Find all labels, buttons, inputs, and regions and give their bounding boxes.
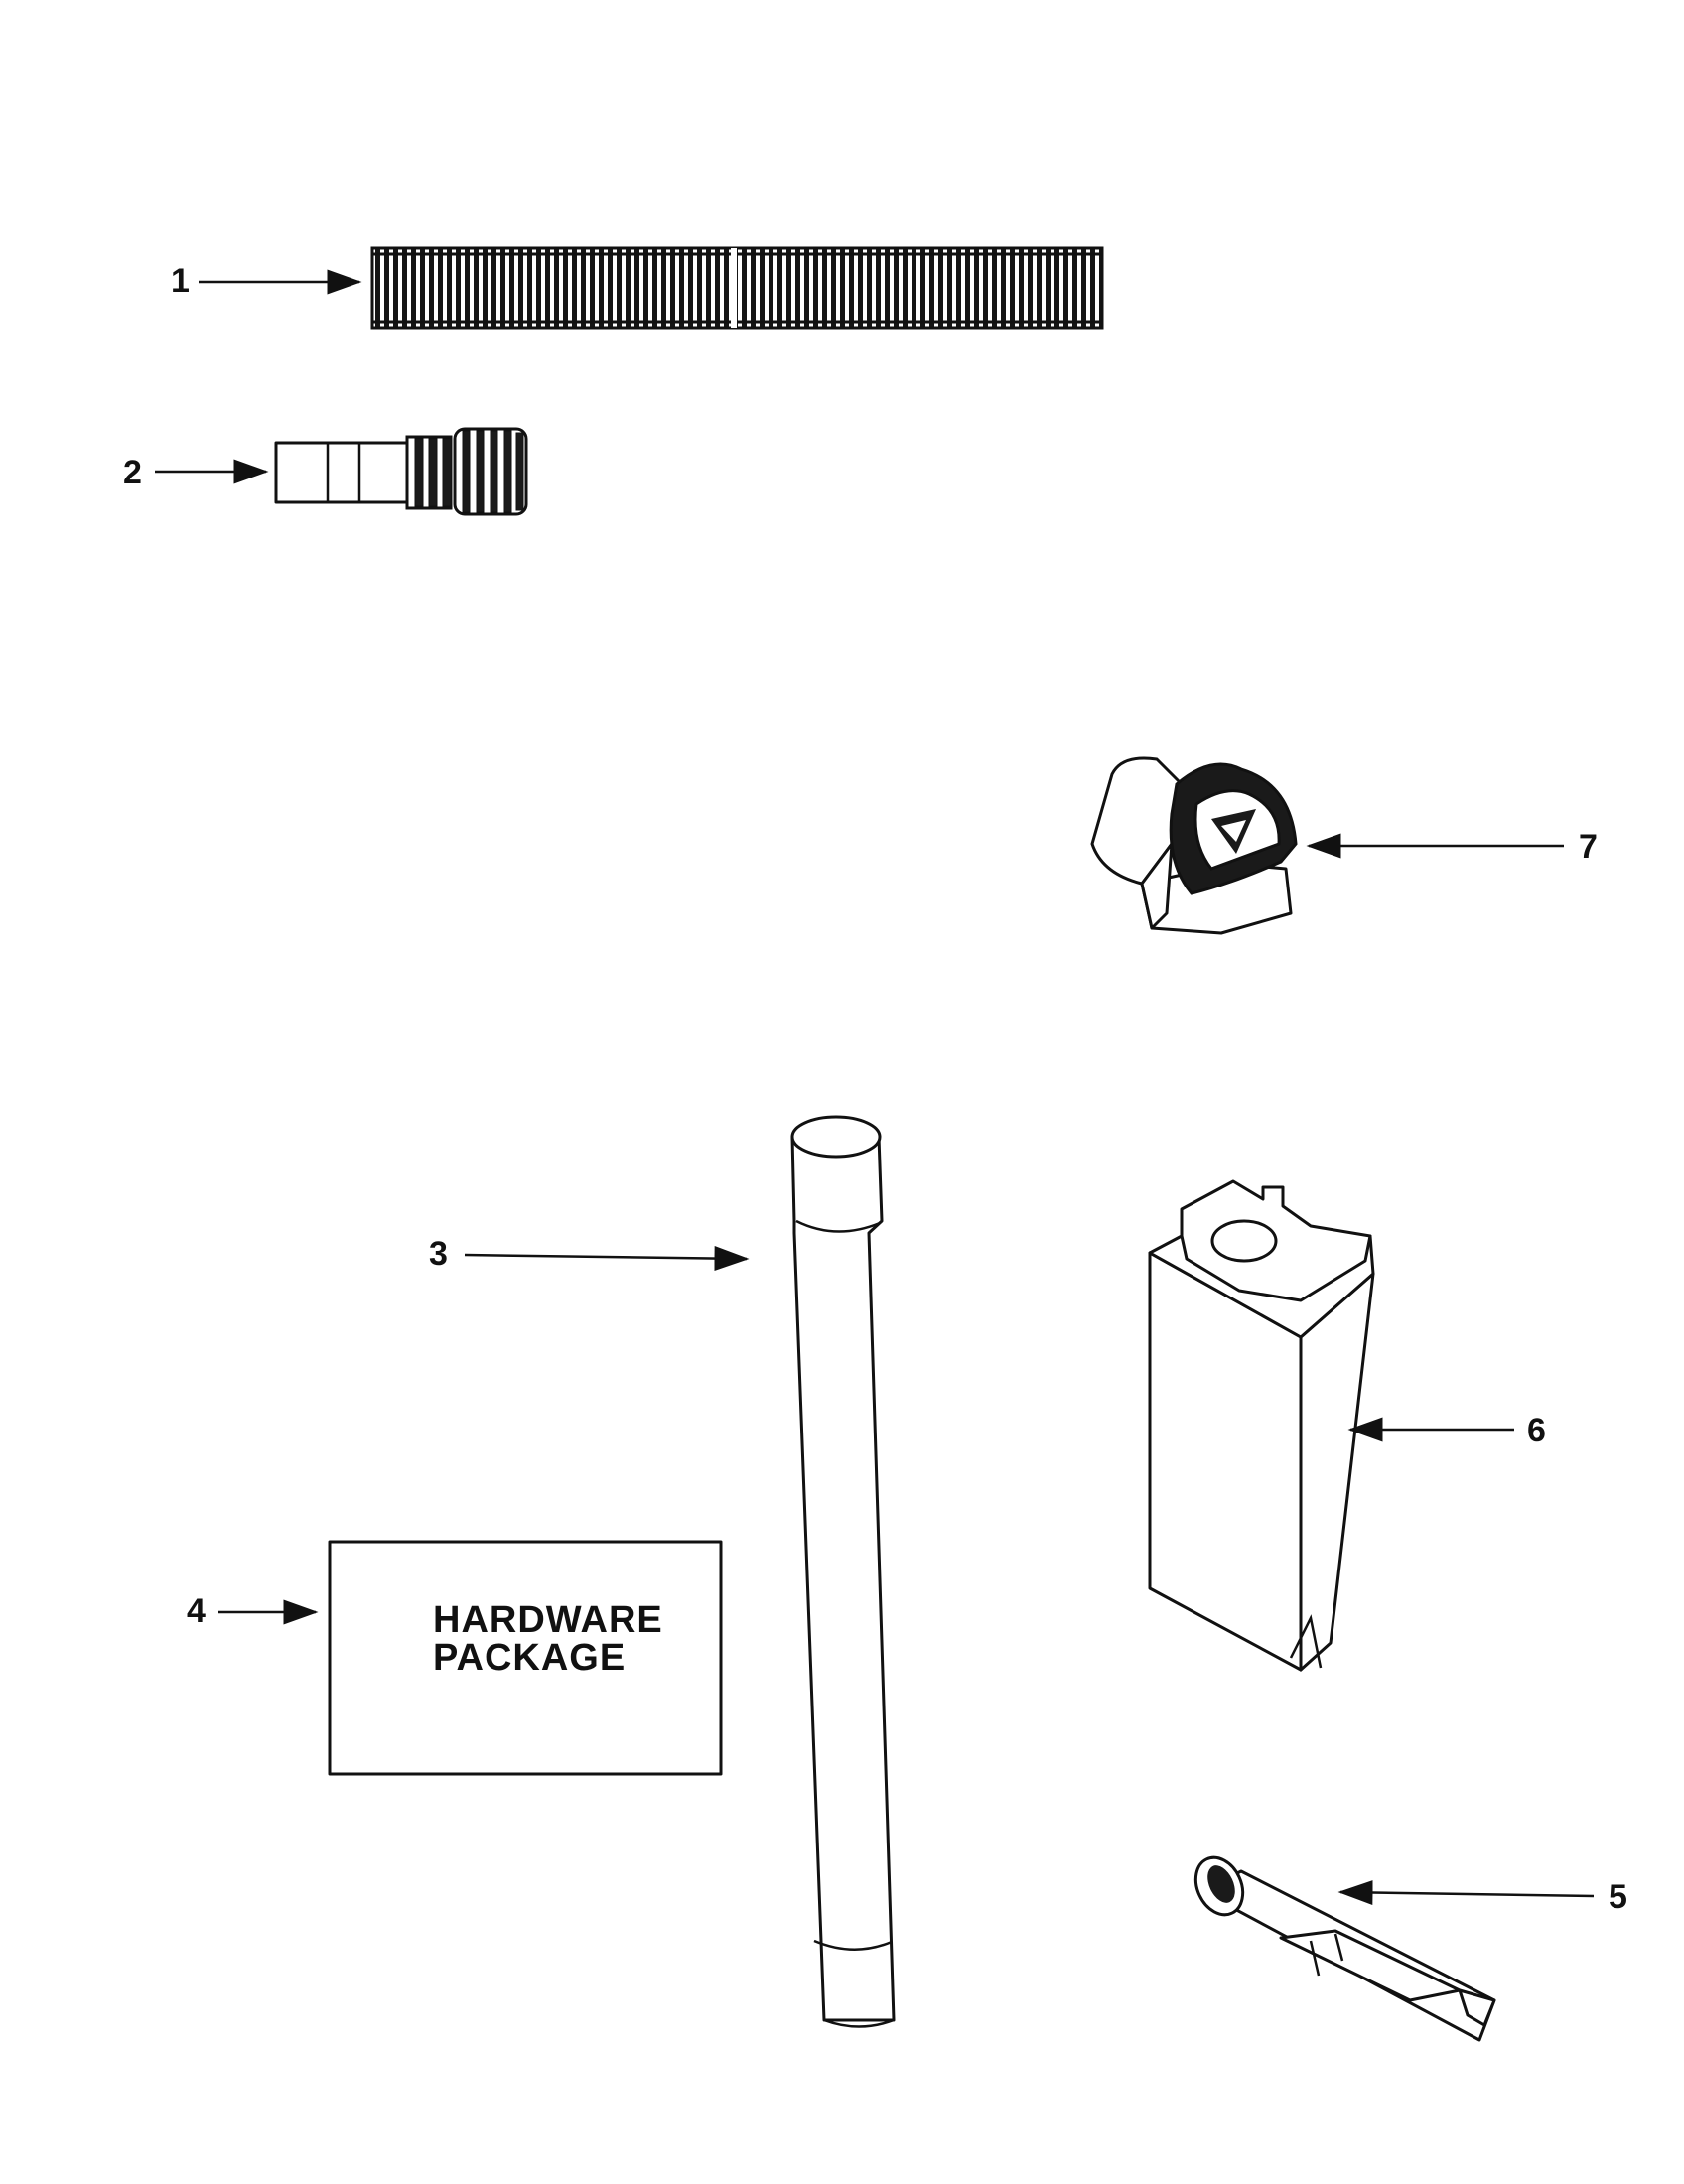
brush-head [1169, 762, 1298, 895]
extension-wand-icon [790, 1115, 896, 2028]
callout-7-label: 7 [1579, 828, 1598, 866]
callout-1-label: 1 [171, 262, 190, 300]
part-6-nozzle: 6 [1148, 1179, 1546, 1672]
upholstery-nozzle-icon [1148, 1179, 1375, 1672]
dusting-brush-icon [1090, 756, 1298, 935]
part-7-brush: 7 [1090, 756, 1598, 935]
hose-connector-icon [274, 427, 528, 516]
part-4-hardware-package: 4 HARDWARE PACKAGE [187, 1540, 723, 1776]
callout-5-label: 5 [1609, 1878, 1627, 1916]
corrugated-hose-icon [370, 246, 1104, 330]
callout-2-label: 2 [123, 454, 142, 491]
hardware-package-line1: HARDWARE [433, 1599, 663, 1641]
callout-5-arrow [1337, 1880, 1595, 1906]
callout-3-label: 3 [429, 1235, 448, 1273]
part-1-hose: 1 [171, 246, 1104, 330]
callout-3-arrow [464, 1246, 750, 1272]
part-3-wand: 3 [429, 1115, 896, 2028]
callout-4-label: 4 [187, 1592, 206, 1630]
part-5-crevice-tool: 5 [1193, 1855, 1627, 2042]
hardware-package-line2: PACKAGE [433, 1637, 626, 1679]
callout-6-label: 6 [1527, 1412, 1546, 1449]
hardware-package-box [328, 1540, 723, 1776]
crevice-tool-icon [1193, 1855, 1496, 2042]
part-2-connector: 2 [123, 427, 528, 516]
